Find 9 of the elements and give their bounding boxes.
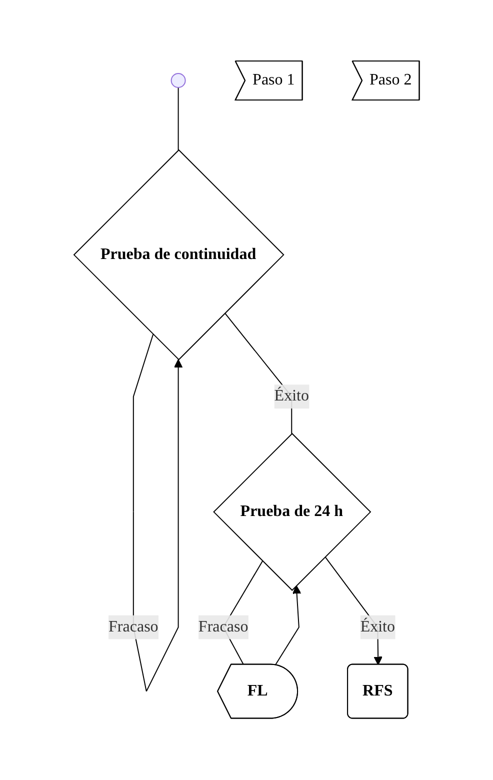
decision-diamond: Prueba de continuidad (73, 150, 284, 361)
callout-box: Paso 2 (352, 60, 420, 101)
start-circle (170, 73, 186, 88)
callout-box: Paso 1 (234, 60, 303, 101)
loop-arrow (132, 334, 183, 692)
terminal-box: RFS (346, 664, 408, 720)
display-shape: FL (216, 664, 298, 720)
decision-diamond: Prueba de 24 h (212, 433, 372, 592)
arrow (274, 586, 302, 666)
